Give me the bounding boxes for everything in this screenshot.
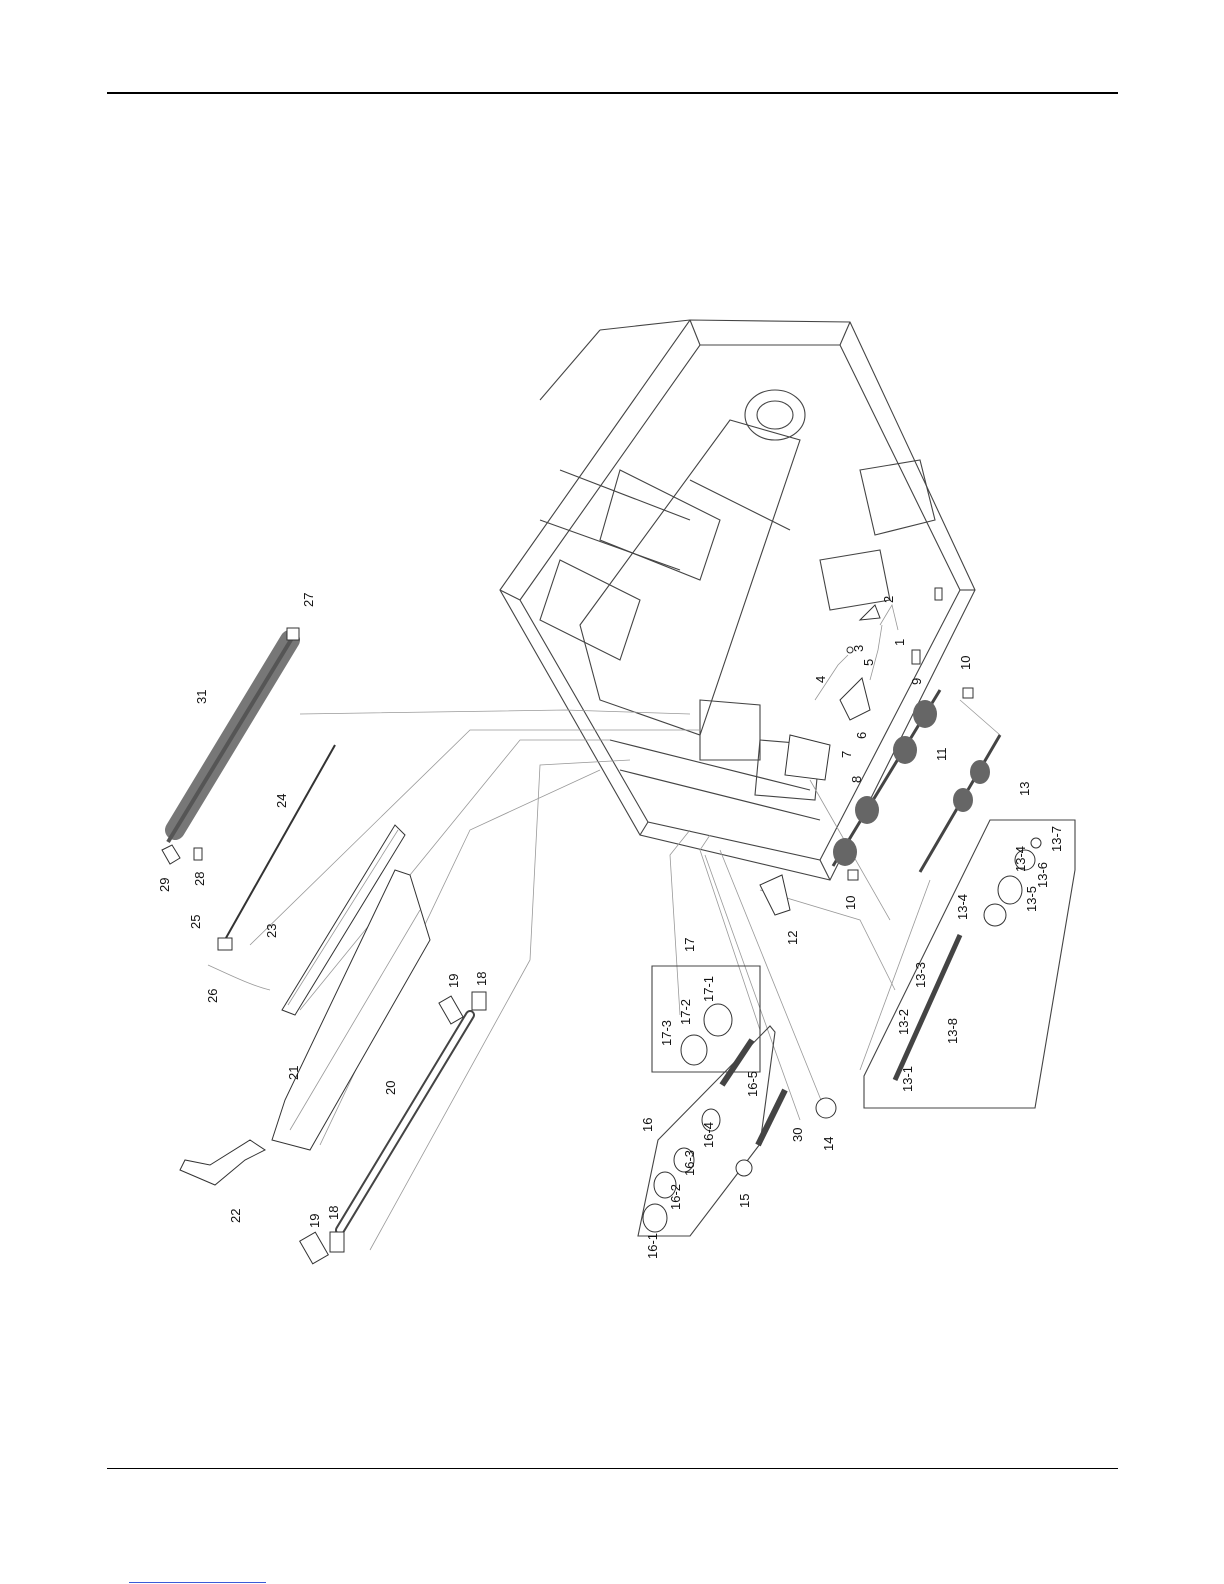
bracket-22 [180, 1140, 265, 1185]
callout-13-7: 13-7 [1049, 826, 1064, 852]
callout-11: 11 [934, 748, 949, 762]
callout-16-3: 16-3 [682, 1150, 697, 1176]
callout-19b: 19 [307, 1214, 322, 1228]
spring-9 [912, 650, 920, 664]
roller-31 [168, 630, 297, 842]
callout-17-1: 17-1 [701, 976, 716, 1002]
clip-27 [287, 628, 299, 640]
callout-18b: 18 [326, 1206, 341, 1220]
callout-16-5: 16-5 [745, 1071, 760, 1097]
bushing-10a [848, 870, 858, 880]
lever-2 [860, 605, 880, 620]
callout-17: 17 [682, 938, 697, 952]
lever-6 [840, 678, 870, 720]
spring-19b [300, 1232, 329, 1264]
callout-13-8: 13-8 [945, 1018, 960, 1044]
main-frame-drawing [500, 320, 975, 880]
spring-19a [439, 996, 463, 1024]
footer-rule [107, 1468, 1118, 1469]
bushing-10b [963, 688, 973, 698]
callout-16-4: 16-4 [701, 1122, 716, 1148]
callout-17-2: 17-2 [678, 999, 693, 1025]
callout-24: 24 [274, 794, 289, 808]
callout-20: 20 [383, 1081, 398, 1095]
shaft-30 [758, 1090, 785, 1145]
callout-16-1: 16-1 [645, 1233, 660, 1259]
callout-16: 16 [640, 1118, 655, 1132]
gear-14 [816, 1098, 836, 1118]
block-7 [785, 735, 830, 780]
callout-13-3: 13-3 [913, 962, 928, 988]
callout-21: 21 [286, 1066, 301, 1080]
callout-5: 5 [861, 659, 876, 666]
callout-3: 3 [851, 645, 866, 652]
callout-19a: 19 [446, 974, 461, 988]
callout-31: 31 [194, 690, 209, 704]
rod-24 [222, 745, 335, 945]
spring-top [935, 588, 942, 600]
callout-26: 26 [205, 989, 220, 1003]
callout-13-5: 13-5 [1024, 886, 1039, 912]
callout-28: 28 [192, 872, 207, 886]
callout-8: 8 [849, 776, 864, 783]
arm-1 [880, 605, 898, 630]
bushing-18a [472, 992, 486, 1010]
callout-15: 15 [737, 1194, 752, 1208]
callout-16-2: 16-2 [668, 1184, 683, 1210]
spring-5 [870, 625, 882, 680]
callout-23: 23 [264, 924, 279, 938]
callout-13-6: 13-6 [1035, 862, 1050, 888]
callout-13-1: 13-1 [900, 1066, 915, 1092]
footer-link-underline[interactable] [129, 1582, 266, 1583]
bracket-12 [760, 875, 790, 915]
harness-26 [208, 965, 270, 990]
sensor-25 [218, 938, 232, 950]
callout-13-4a: 13-4 [955, 894, 970, 920]
callout-12: 12 [785, 931, 800, 945]
callout-13: 13 [1017, 782, 1032, 796]
callout-6: 6 [854, 732, 869, 739]
spring-28 [194, 848, 202, 860]
callout-10a: 10 [843, 896, 858, 910]
callout-22: 22 [228, 1209, 243, 1223]
callout-27: 27 [301, 593, 316, 607]
callout-14: 14 [821, 1137, 836, 1151]
callout-29: 29 [157, 878, 172, 892]
callout-9: 9 [909, 678, 924, 685]
callout-2: 2 [881, 596, 896, 603]
gear-15 [736, 1160, 752, 1176]
callout-13-2: 13-2 [896, 1009, 911, 1035]
callout-13-4b: 13-4 [1013, 846, 1028, 872]
clip-29 [162, 845, 180, 864]
callout-30: 30 [790, 1128, 805, 1142]
callout-4: 4 [813, 676, 828, 683]
roller-shaft-11 [920, 735, 1000, 872]
callout-25: 25 [188, 915, 203, 929]
callout-7: 7 [839, 751, 854, 758]
callout-10b: 10 [958, 656, 973, 670]
callout-18a: 18 [474, 972, 489, 986]
callout-labels: 1 2 3 4 5 6 7 8 9 10 10 11 12 13 13-1 13… [157, 593, 1064, 1259]
callout-17-3: 17-3 [659, 1020, 674, 1046]
callout-1: 1 [892, 639, 907, 646]
bushing-18b [330, 1232, 344, 1252]
